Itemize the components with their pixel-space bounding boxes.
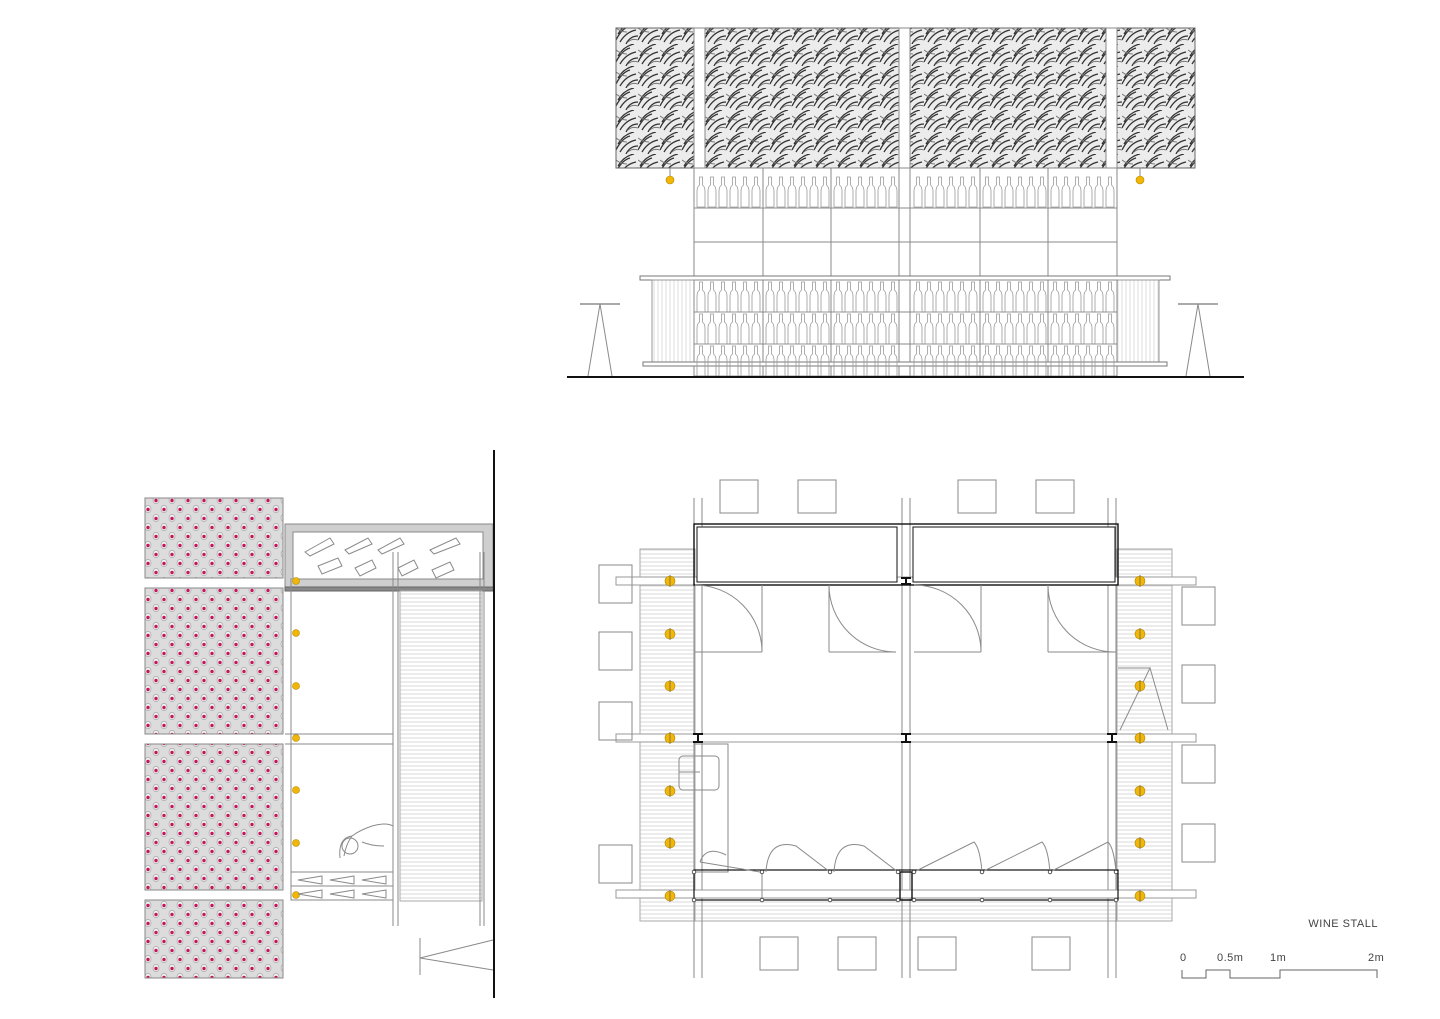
scale-bar: 0 0.5m 1m 2m bbox=[1180, 952, 1384, 979]
plan-view bbox=[598, 479, 1216, 978]
scale-label-2m: 2m bbox=[1368, 952, 1384, 964]
scale-label-0: 0 bbox=[1180, 952, 1187, 964]
scale-label-half: 0.5m bbox=[1217, 952, 1243, 964]
stools-plan bbox=[598, 479, 1216, 971]
lamp-icon bbox=[292, 629, 300, 637]
lamp-icon bbox=[292, 891, 300, 899]
scale-label-1m: 1m bbox=[1270, 952, 1286, 964]
lamp-icon bbox=[292, 682, 300, 690]
side-elevation bbox=[144, 450, 495, 998]
lamp-icon bbox=[292, 786, 300, 794]
stool-right bbox=[1178, 303, 1218, 377]
stool-left bbox=[580, 303, 620, 377]
lamp-icon bbox=[665, 175, 675, 185]
lamp-icon bbox=[292, 839, 300, 847]
drawing-title: WINE STALL bbox=[1308, 918, 1378, 930]
front-elevation bbox=[567, 27, 1244, 378]
lamp-icon bbox=[292, 734, 300, 742]
lamp-icon bbox=[1135, 175, 1145, 185]
person-icon bbox=[339, 823, 394, 859]
lamp-icon bbox=[292, 577, 300, 585]
